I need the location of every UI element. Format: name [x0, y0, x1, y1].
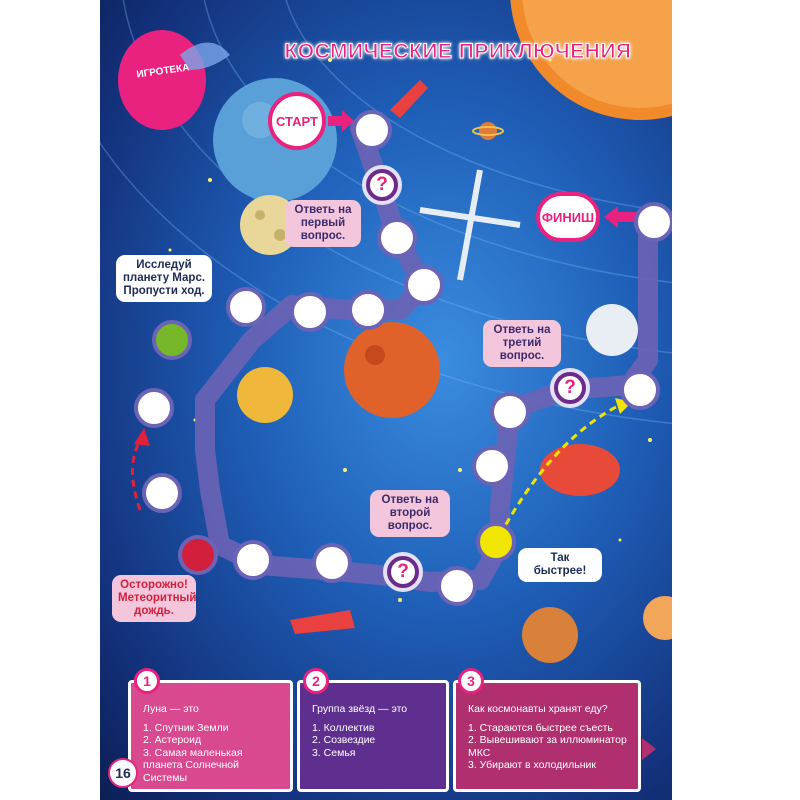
- mars-icon: [344, 322, 440, 418]
- page-title: КОСМИЧЕСКИЕ ПРИКЛЮЧЕНИЯ: [284, 40, 632, 64]
- question-3-option-3[interactable]: 3. Убирают в холодильник: [468, 759, 596, 771]
- question-2-option-3[interactable]: 3. Семья: [312, 746, 356, 759]
- question-2-option-1[interactable]: 1. Коллектив: [312, 721, 375, 734]
- arrow-shortcut-icon: [498, 403, 621, 536]
- question-mark-icon: ?: [370, 173, 394, 197]
- bubble-question-3: Ответь на третий вопрос.: [483, 320, 561, 367]
- board-cell[interactable]: [312, 543, 352, 583]
- rocket-icon: [390, 80, 428, 118]
- board-cell-question[interactable]: ?: [550, 368, 590, 408]
- bubble-question-1: Ответь на первый вопрос.: [285, 200, 361, 247]
- board-cell-question[interactable]: ?: [362, 165, 402, 205]
- question-3-option-2[interactable]: 2. Вывешивают за иллюминатор МКС: [468, 734, 627, 759]
- bubble-mars: Исследуй планету Марс. Пропусти ход.: [116, 255, 212, 302]
- board-cell-question[interactable]: ?: [383, 552, 423, 592]
- start-arrow-icon: [328, 110, 354, 132]
- board-cell-finish[interactable]: [634, 202, 672, 242]
- board-cell[interactable]: [134, 388, 174, 428]
- question-2-text: Группа звёзд — это: [312, 703, 408, 715]
- board-cell[interactable]: [620, 370, 660, 410]
- question-box-2: Группа звёзд — это 1. Коллектив 2. Созве…: [297, 680, 449, 792]
- rocket-bottom-icon: [290, 610, 355, 634]
- question-3-option-1[interactable]: 1. Стараются быстрее съесть: [468, 721, 613, 734]
- question-1-option-3[interactable]: 3. Самая маленькая планета Солнечной Сис…: [143, 746, 243, 784]
- board-cell[interactable]: [437, 566, 477, 606]
- planet-orange-icon: [522, 607, 578, 663]
- ufo-ship-icon: [540, 444, 620, 496]
- question-mark-icon: ?: [558, 376, 582, 400]
- board-cell[interactable]: [290, 292, 330, 332]
- bubble-meteor: Осторожно! Метеоритный дождь.: [112, 575, 196, 622]
- board-cell[interactable]: [348, 290, 388, 330]
- astronaut-dog-icon: [586, 304, 638, 356]
- question-2-option-2[interactable]: 2. Созвездие: [312, 734, 376, 746]
- chevron-right-icon: [642, 738, 656, 760]
- question-box-1: Луна — это 1. Спутник Земли 2. Астероид …: [128, 680, 293, 792]
- board-cell[interactable]: [352, 110, 392, 150]
- board-cell[interactable]: [377, 218, 417, 258]
- board-cell[interactable]: [404, 265, 444, 305]
- game-board: КОСМИЧЕСКИЕ ПРИКЛЮЧЕНИЯ ИГРОТЕКА СТАРТ Ф…: [100, 0, 672, 800]
- question-1-text: Луна — это: [143, 703, 199, 715]
- page-number: 16: [108, 758, 138, 788]
- question-mark-icon: ?: [391, 560, 415, 584]
- finish-badge: ФИНИШ: [536, 192, 600, 242]
- board-cell-shortcut[interactable]: [476, 522, 516, 562]
- question-3-text: Как космонавты хранят еду?: [468, 703, 608, 715]
- board-cell[interactable]: [142, 473, 182, 513]
- bubble-question-2: Ответь на второй вопрос.: [370, 490, 450, 537]
- question-2-number: 2: [303, 668, 329, 694]
- board-cell[interactable]: [233, 540, 273, 580]
- board-cell-mars-skip[interactable]: [152, 320, 192, 360]
- astronaut-cat-icon: [237, 367, 293, 423]
- question-1-number: 1: [134, 668, 160, 694]
- start-badge: СТАРТ: [268, 92, 326, 150]
- question-1-option-2[interactable]: 2. Астероид: [143, 734, 202, 746]
- planet-striped-icon: [643, 596, 672, 640]
- question-box-3: Как космонавты хранят еду? 1. Стараются …: [453, 680, 641, 792]
- finish-arrow-icon: [604, 206, 640, 228]
- bubble-faster: Так быстрее!: [518, 548, 602, 582]
- board-cell-meteor[interactable]: [178, 535, 218, 575]
- small-planet-icon: [479, 122, 497, 140]
- arrow-back-icon: [131, 439, 142, 511]
- board-cell[interactable]: [226, 287, 266, 327]
- board-cell[interactable]: [490, 392, 530, 432]
- board-cell[interactable]: [472, 446, 512, 486]
- space-station-icon: [419, 169, 521, 281]
- question-1-option-1[interactable]: 1. Спутник Земли: [143, 721, 229, 734]
- question-3-number: 3: [458, 668, 484, 694]
